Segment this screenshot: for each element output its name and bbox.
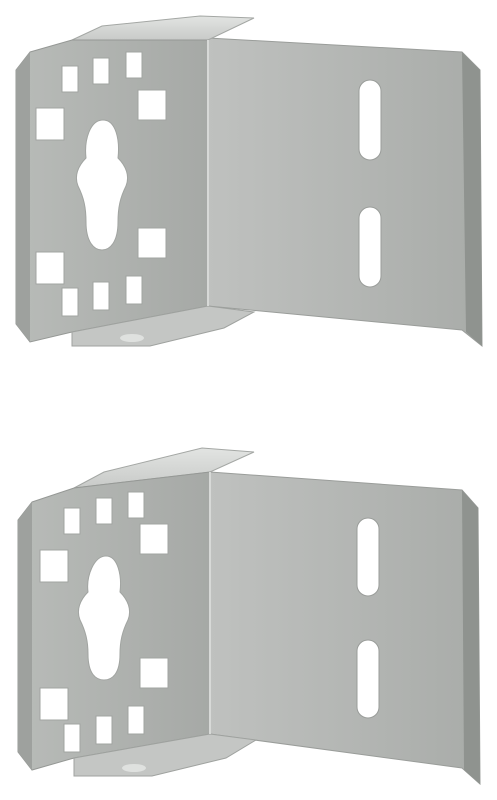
right-wing-edge [462,52,482,346]
bottom-flange-hole [120,334,144,342]
top-flange [71,15,255,41]
bracket-top [0,0,497,360]
right-wing-plate [207,37,483,348]
bracket-bottom-drawing [17,447,481,786]
right-wing-plate [209,471,481,786]
slot-upper [358,79,382,161]
keyhole [75,119,129,251]
bracket-top-drawing [15,15,483,348]
bracket-bottom [0,432,497,792]
square-holes [35,51,167,317]
keyhole [77,555,131,681]
square-holes [39,491,169,753]
slot-upper [356,517,380,597]
slot-lower [356,639,380,719]
left-plate-chamfer [16,52,30,342]
left-plate-chamfer [18,502,32,770]
right-wing-edge [462,490,480,784]
bottom-flange-hole [122,764,146,772]
slot-lower [358,206,382,288]
